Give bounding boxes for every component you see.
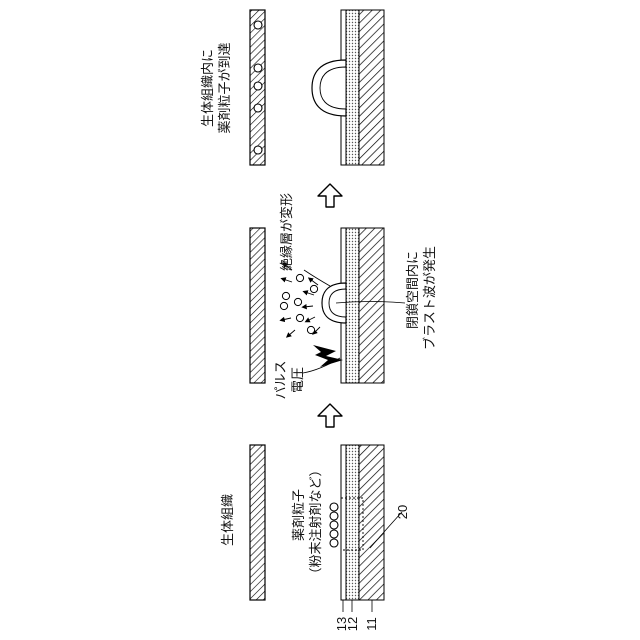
layer-12: [346, 445, 359, 600]
panel-reached: [250, 10, 384, 165]
panel-initial: [250, 445, 402, 612]
label-reached-line2: 薬剤粒子が到達: [217, 42, 233, 133]
label-blast-line2: ブラスト波が発生: [422, 246, 438, 350]
label-drug-particles: 薬剤粒子: [291, 489, 307, 541]
label-insulation-deformed: 絶縁層が変形: [279, 193, 295, 271]
bio-tissue-plate: [250, 445, 265, 600]
label-blast-line1: 閉鎖空間内に: [405, 251, 421, 329]
label-bio-tissue: 生体組織: [221, 494, 236, 546]
label-voltage: 電圧: [291, 367, 306, 393]
layer-11: [359, 10, 384, 165]
label-pulse: パルス: [274, 360, 289, 399]
ref-12: 12: [345, 617, 360, 631]
layer-12: [346, 228, 359, 383]
layer-11: [359, 445, 384, 600]
bio-tissue-plate: [250, 228, 265, 383]
up-arrow-icon: [318, 184, 342, 207]
layer-11: [359, 228, 384, 383]
ref-11: 11: [364, 617, 379, 631]
flying-particles: [280, 274, 317, 333]
layer-13: [341, 445, 346, 600]
label-drug-particles-note: （粉末注射剤など）: [308, 463, 324, 580]
drug-particles: [330, 503, 338, 547]
label-reached-line1: 生体組織内に: [200, 49, 216, 127]
ref-20: 20: [395, 505, 410, 519]
layer-12: [346, 10, 359, 165]
leader-insulation: [304, 270, 330, 286]
panel-pulse: [250, 228, 405, 383]
lightning-icon: [313, 345, 343, 367]
up-arrow-icon: [318, 404, 342, 427]
